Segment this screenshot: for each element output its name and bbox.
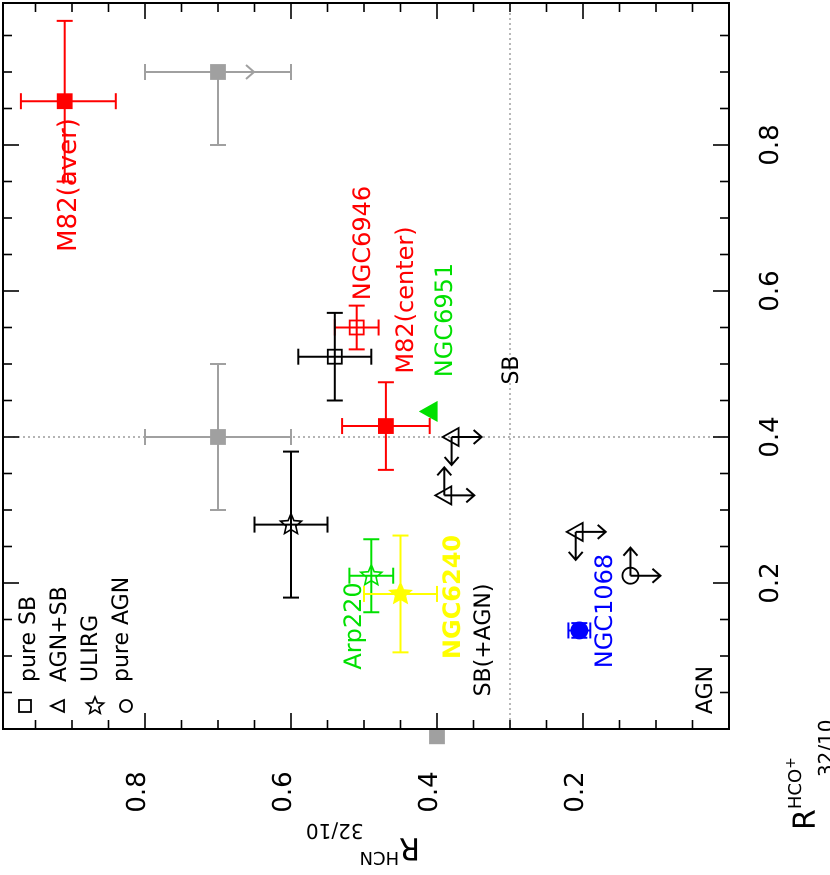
limit-arrowhead [465, 487, 476, 504]
legend-circle-icon [119, 699, 133, 713]
svg-text:RHCO+32/10: RHCO+32/10 [783, 719, 830, 830]
data-points [19, 19, 662, 745]
point-label: NGC1068 [590, 554, 618, 668]
data-point [440, 426, 484, 467]
triangle-marker [418, 400, 438, 422]
axis-ticks [3, 3, 729, 729]
star-marker [388, 580, 413, 605]
limit-arrowhead [567, 551, 584, 562]
point-label: NGC6946 [348, 186, 376, 300]
star-marker [278, 511, 304, 536]
legend: pure SB AGN+SB ULIRG pure AGN [16, 577, 134, 716]
point-label: M82(center) [391, 226, 419, 373]
region-label-agn: AGN [693, 666, 718, 714]
svg-text:RHCN32/10: RHCN 32/10 [306, 819, 420, 868]
x-axis-title-sup2: + [783, 757, 799, 769]
limit-arrowhead [443, 456, 460, 467]
limit-arrowhead [245, 64, 256, 80]
legend-label-pure-sb: pure SB [16, 596, 41, 682]
point-labels: M82(aver) NGC6946 M82(center) NGC6951Arp220… [53, 118, 618, 670]
limit-arrowhead [651, 567, 662, 584]
x-tick-label: 0.8 [755, 124, 785, 165]
data-point [144, 363, 292, 511]
y-tick-label: 0.4 [414, 771, 444, 812]
limit-arrowhead [472, 429, 484, 445]
y-tick-label: 0.2 [560, 771, 590, 812]
data-point [19, 19, 117, 183]
data-point [144, 64, 292, 146]
y-tick-label: 0.8 [122, 771, 152, 812]
legend-star-icon [84, 694, 106, 716]
legend-label-agn-sb: AGN+SB [47, 586, 72, 682]
x-tick-label: 0.4 [755, 416, 785, 457]
legend-label-ulirg: ULIRG [78, 615, 103, 682]
square-marker [326, 348, 343, 365]
y-axis-title-sub: 32/10 [306, 819, 364, 843]
square-marker [210, 429, 226, 445]
data-point [418, 400, 438, 422]
data-point [564, 521, 608, 562]
y-axis-title: RHCN 32/10 [306, 819, 420, 868]
point-label: NGC6240 [438, 535, 466, 659]
x-axis-title-sub: 32/10 [814, 719, 830, 777]
x-axis-title: RHCO+32/10 [783, 719, 830, 830]
region-label-sb: SB [499, 355, 524, 384]
limit-arrowhead [597, 524, 608, 540]
data-point [567, 621, 592, 640]
y-tick-label: 0.6 [268, 771, 298, 812]
y-axis-title-main: R [399, 830, 420, 865]
data-point [341, 381, 431, 471]
square-marker [377, 418, 394, 434]
point-label: NGC6951 [430, 263, 458, 377]
data-point [253, 450, 329, 599]
star-marker [358, 562, 384, 587]
data-point [621, 546, 662, 585]
data-point [429, 728, 445, 745]
data-point [348, 538, 395, 614]
data-point [433, 465, 476, 506]
region-label-sb-agn: SB(+AGN) [471, 584, 496, 697]
legend-square-icon [18, 699, 32, 713]
legend-triangle-icon [48, 698, 65, 714]
plot-frame [2, 2, 730, 730]
region-dividers [3, 3, 729, 729]
data-point [363, 534, 438, 654]
x-axis-title-main: R [788, 809, 823, 830]
square-marker [348, 319, 365, 336]
point-label: M82(aver) [53, 118, 83, 252]
limit-arrowhead [436, 465, 453, 477]
square-marker [56, 93, 73, 110]
square-marker [429, 728, 445, 745]
square-marker [210, 64, 226, 80]
point-label: Arp220 [339, 582, 367, 669]
x-tick-label: 0.6 [755, 270, 785, 311]
x-tick-label: 0.2 [755, 562, 785, 603]
legend-label-pure-agn: pure AGN [109, 577, 134, 682]
limit-arrowhead [622, 546, 639, 557]
data-point [297, 311, 373, 402]
x-axis-title-sup: HCO [785, 769, 806, 809]
y-axis-title-sup: HCN [360, 847, 400, 868]
circle-marker [570, 621, 589, 640]
tick-labels: 0.2 0.4 0.6 0.8 0.2 0.4 0.6 0.8 [122, 124, 785, 812]
